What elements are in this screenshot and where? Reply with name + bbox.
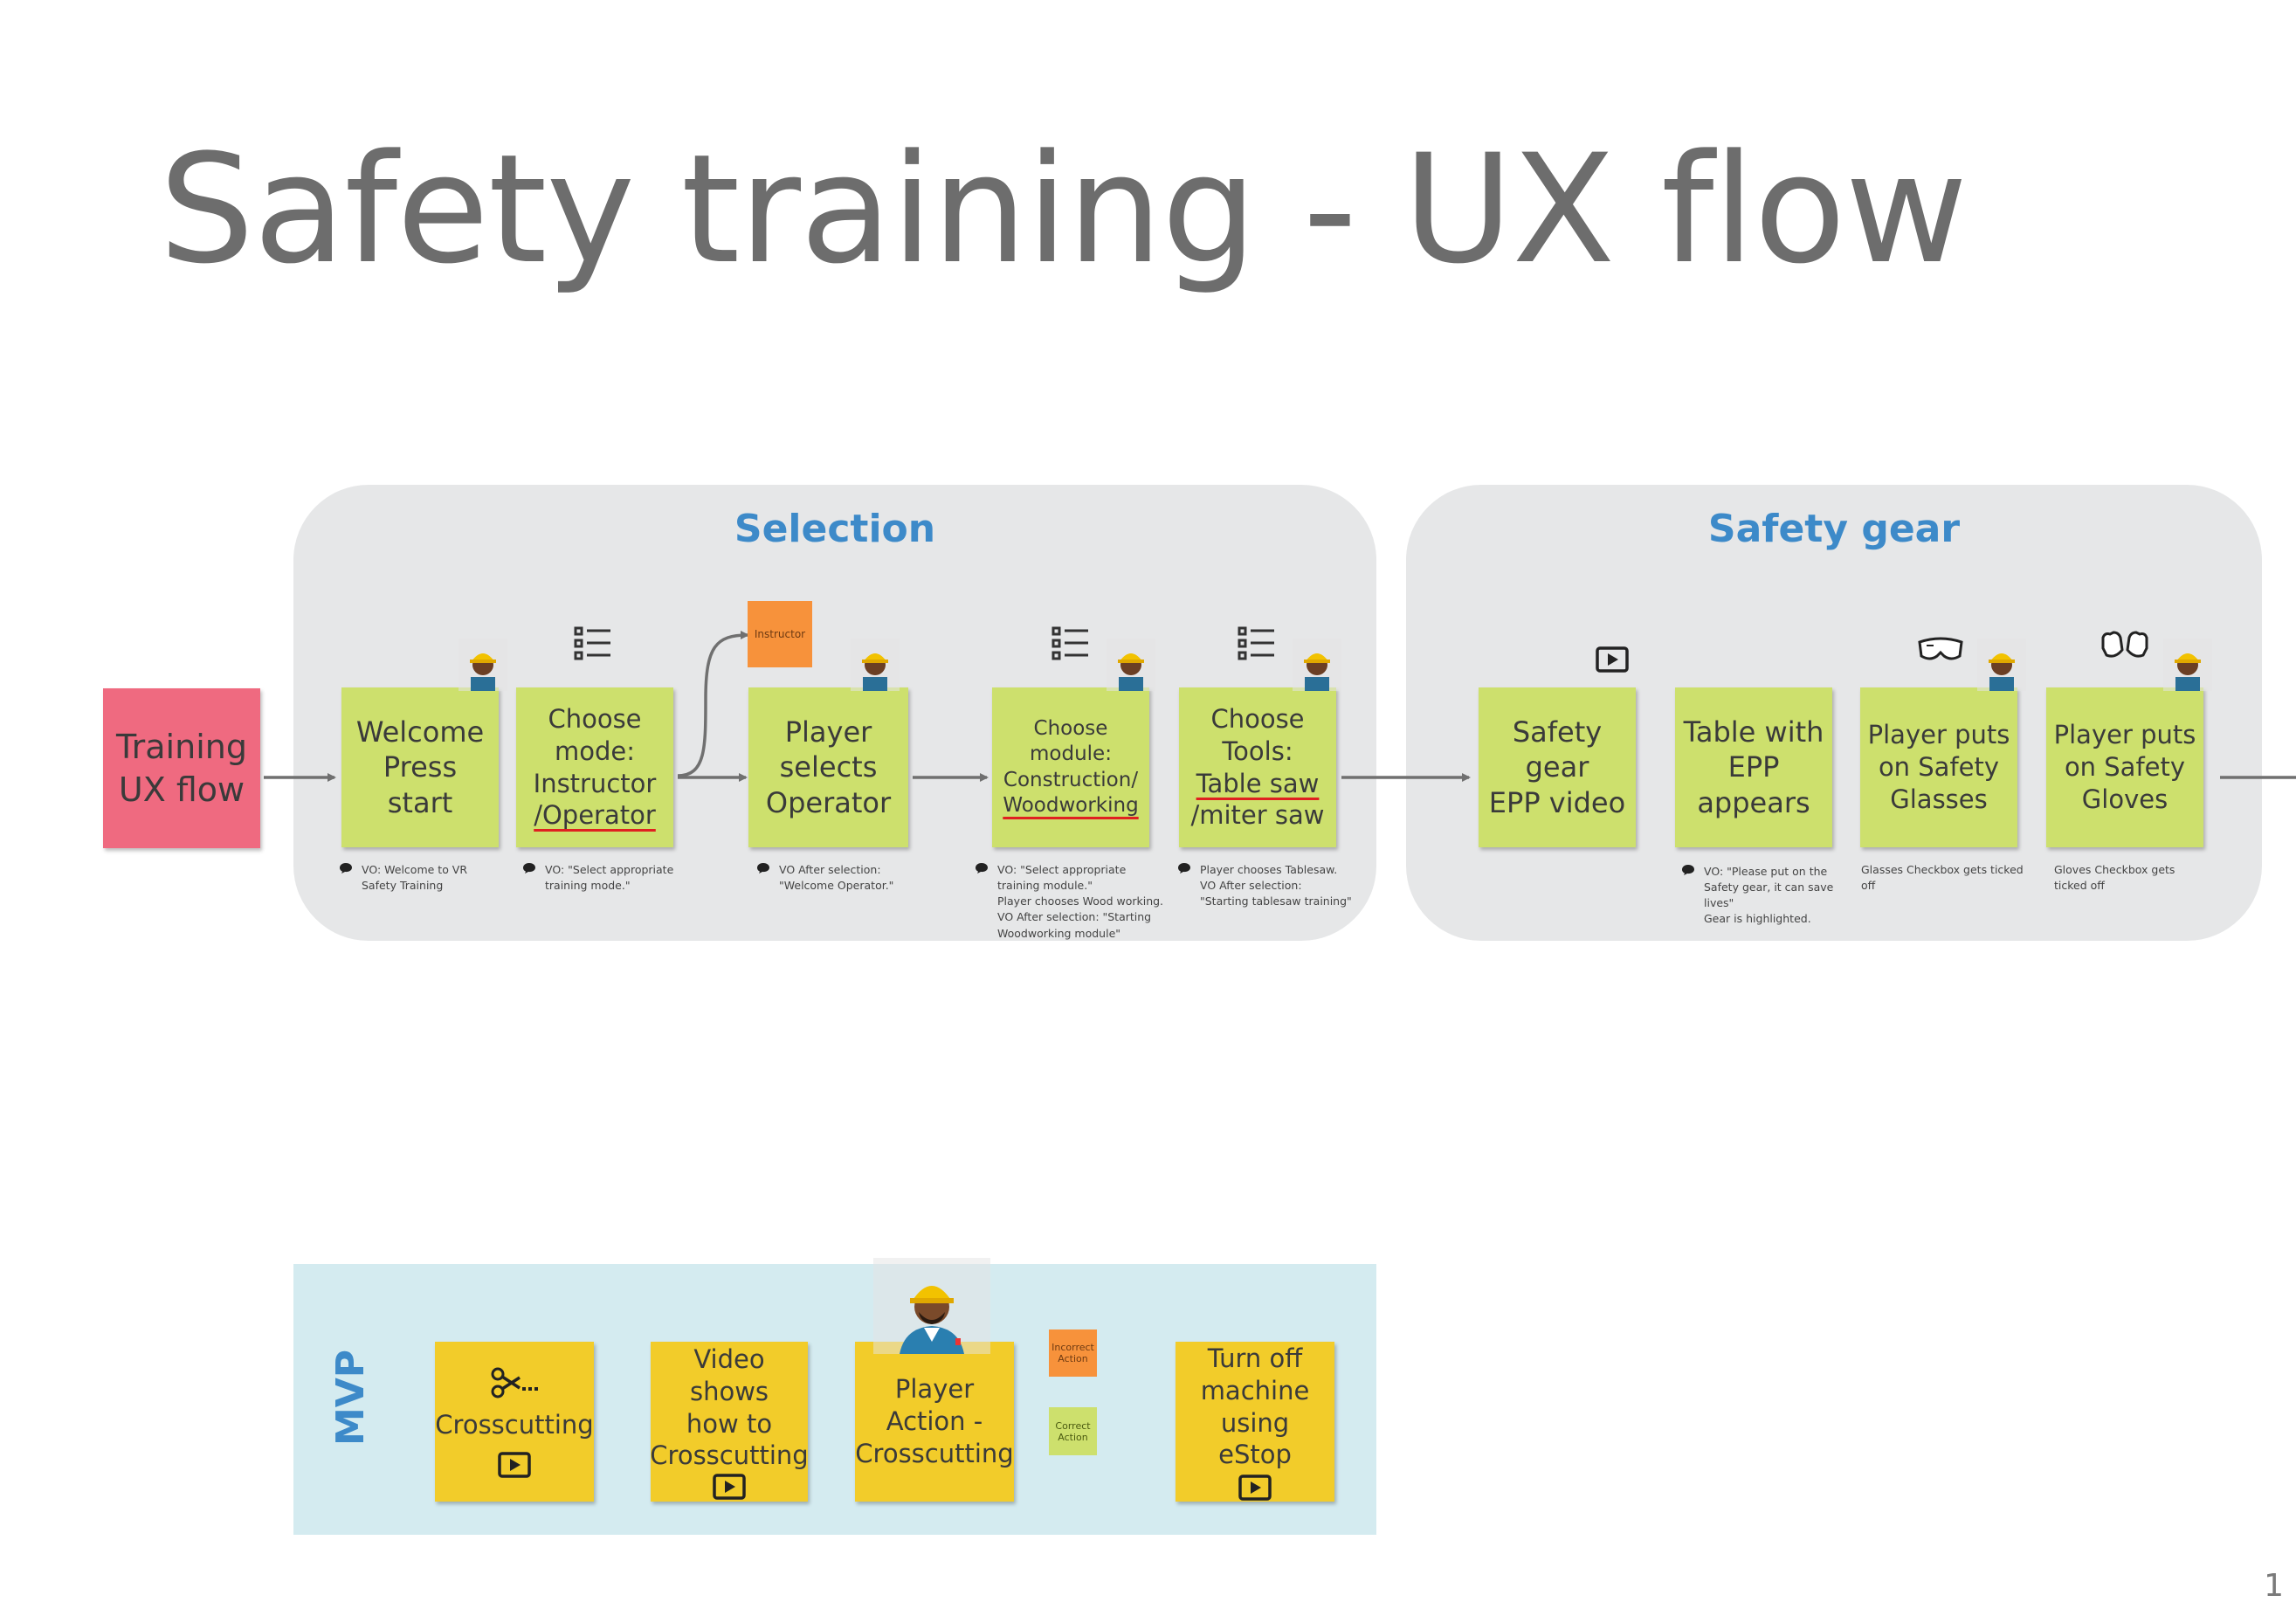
note-choose-module: VO: "Select appropriate training module.… — [976, 862, 1163, 942]
sticky-video-crosscutting: Video shows how to Crosscutting — [650, 1342, 809, 1502]
list-icon — [1051, 626, 1088, 660]
scissors-icon — [491, 1367, 538, 1399]
speech-bubble-icon — [757, 863, 769, 874]
start-node: Training UX flow — [103, 688, 260, 848]
incorrect-action-box: Incorrect Action — [1049, 1329, 1097, 1377]
note-choose-tools: Player chooses Tablesaw. VO After select… — [1178, 862, 1352, 909]
speech-bubble-icon — [523, 863, 535, 874]
sticky-player-action-crosscutting: Player Action - Crosscutting — [855, 1342, 1014, 1502]
sticky-choose-module: Choose module: Construction/ Woodworking — [992, 687, 1149, 847]
worker-avatar-icon — [873, 1258, 990, 1354]
page-number: 1 — [2264, 1568, 2284, 1604]
worker-avatar-icon — [1107, 639, 1155, 691]
speech-bubble-icon — [340, 863, 352, 874]
worker-avatar-icon — [1293, 639, 1341, 691]
gloves-icon — [2101, 631, 2148, 658]
note-player-selects-operator: VO After selection: "Welcome Operator." — [757, 862, 893, 894]
speech-bubble-icon — [1682, 865, 1694, 875]
speech-bubble-icon — [1178, 863, 1190, 874]
sticky-player-selects-operator: Player selects Operator — [748, 687, 908, 847]
worker-avatar-icon — [2163, 639, 2212, 691]
sticky-safety-gloves: Player puts on Safety Gloves — [2046, 687, 2203, 847]
page-title: Safety training - UX flow — [159, 121, 1968, 297]
sticky-table-with-epp: Table with EPP appears — [1675, 687, 1832, 847]
note-safety-glasses: Glasses Checkbox gets ticked off — [1861, 863, 2024, 893]
play-icon — [1596, 646, 1629, 673]
sticky-turn-off-machine: Turn off machine using eStop — [1176, 1342, 1334, 1502]
note-welcome: VO: Welcome to VR Safety Training — [340, 862, 467, 894]
note-choose-mode: VO: "Select appropriate training mode." — [523, 862, 673, 894]
play-icon — [1238, 1475, 1272, 1501]
sticky-choose-mode: Choose mode: Instructor /Operator — [516, 687, 673, 847]
note-safety-gloves: Gloves Checkbox gets ticked off — [2054, 863, 2175, 893]
correct-action-box: Correct Action — [1049, 1407, 1097, 1455]
sticky-welcome: Welcome Press start — [341, 687, 499, 847]
worker-avatar-icon — [459, 639, 507, 691]
mvp-label: MVP — [328, 1349, 373, 1447]
safety-gear-group-title: Safety gear — [1707, 507, 1961, 551]
sticky-choose-tools: Choose Tools: Table saw /miter saw — [1179, 687, 1336, 847]
play-icon — [498, 1452, 531, 1478]
play-icon — [713, 1474, 746, 1500]
worker-avatar-icon — [851, 639, 900, 691]
list-icon — [574, 626, 610, 660]
sticky-safety-gear-video: Safety gear EPP video — [1479, 687, 1636, 847]
sticky-safety-glasses: Player puts on Safety Glasses — [1860, 687, 2017, 847]
instructor-branch-box: Instructor — [748, 601, 812, 667]
sticky-crosscutting: Crosscutting — [435, 1342, 594, 1502]
worker-avatar-icon — [1977, 639, 2026, 691]
selection-group-title: Selection — [734, 507, 936, 551]
note-table-with-epp: VO: "Please put on the Safety gear, it c… — [1682, 864, 1833, 928]
speech-bubble-icon — [976, 863, 988, 874]
list-icon — [1238, 626, 1274, 660]
goggles-icon — [1918, 637, 1963, 660]
